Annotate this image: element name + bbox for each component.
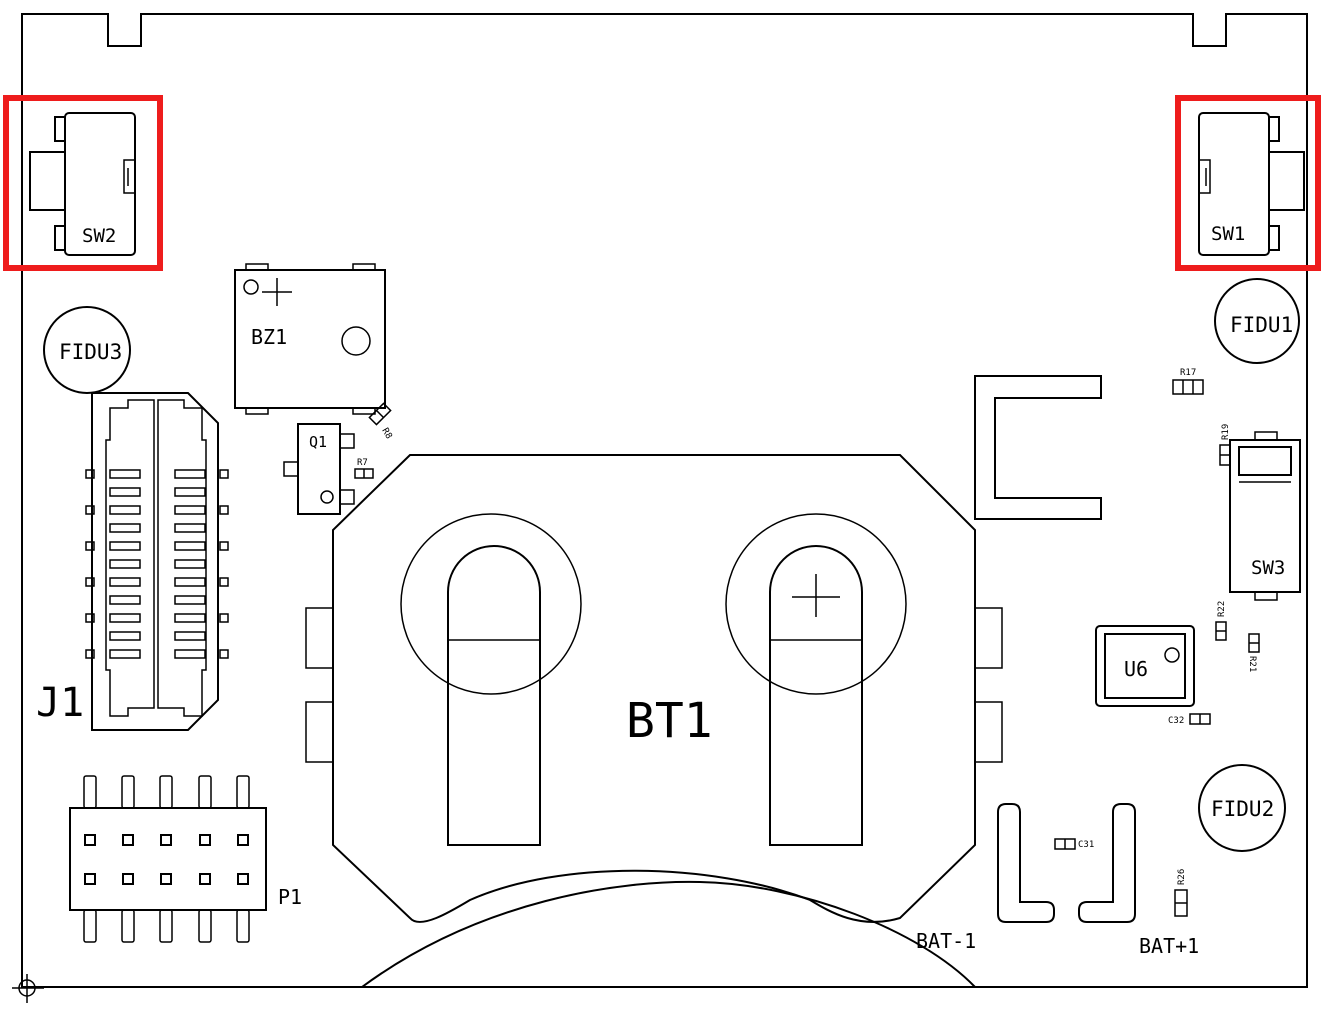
- r21-label: R21: [1247, 656, 1257, 672]
- r26-resistor: R26: [1174, 869, 1188, 917]
- q1-label: Q1: [309, 433, 327, 451]
- fidu1-fiducial: FIDU1: [1214, 278, 1300, 364]
- sw3-label: SW3: [1251, 557, 1285, 579]
- fidu3-fiducial: FIDU3: [43, 306, 131, 394]
- sw1-component: SW1: [1198, 112, 1305, 256]
- highlight-box-sw1: [1175, 95, 1321, 271]
- p1-header: P1: [69, 775, 302, 943]
- c31-label: C31: [1078, 840, 1094, 850]
- u6-label: U6: [1124, 657, 1148, 681]
- c31-capacitor: C31: [1054, 838, 1094, 850]
- bt1-battery-holder: BT1: [305, 454, 1003, 988]
- p1-pins-bottom: [83, 909, 250, 943]
- sw2-label: SW2: [82, 225, 116, 247]
- sw1-label: SW1: [1211, 223, 1245, 245]
- r8-label: R8: [379, 427, 393, 441]
- bat-pos-label: BAT+1: [1139, 934, 1199, 958]
- board-outline: [21, 13, 1308, 988]
- r8-resistor: R8: [368, 402, 393, 441]
- j1-label: J1: [36, 680, 84, 726]
- bz1-label: BZ1: [251, 325, 287, 349]
- c32-label: C32: [1168, 716, 1184, 726]
- r22-resistor: R22: [1215, 601, 1227, 641]
- r17-label: R17: [1180, 368, 1196, 378]
- r7-label: R7: [357, 458, 368, 468]
- sw2-component: SW2: [29, 112, 136, 256]
- bat-pos-pad: BAT+1: [1078, 803, 1199, 958]
- bz1-buzzer: BZ1: [234, 263, 386, 415]
- p1-pins-top: [83, 775, 250, 809]
- fidu1-label: FIDU1: [1230, 313, 1293, 337]
- fidu3-label: FIDU3: [59, 340, 122, 364]
- bat-neg-pad: BAT-1: [916, 803, 1055, 953]
- highlight-box-sw2: [3, 95, 163, 271]
- bracket-outline: [974, 375, 1102, 520]
- fidu2-fiducial: FIDU2: [1198, 764, 1286, 852]
- q1-transistor: Q1: [283, 423, 355, 515]
- r26-label: R26: [1177, 869, 1187, 885]
- c32-capacitor: C32: [1168, 713, 1211, 726]
- r7-resistor: R7: [354, 458, 374, 479]
- j1-pins: [85, 469, 229, 659]
- j1-connector: J1: [36, 392, 229, 731]
- bt1-label: BT1: [626, 693, 713, 749]
- fidu2-label: FIDU2: [1211, 797, 1274, 821]
- bat-neg-label: BAT-1: [916, 929, 976, 953]
- p1-pads: [84, 834, 249, 885]
- r19-label: R19: [1221, 424, 1231, 440]
- r17-resistor: R17: [1172, 368, 1204, 395]
- u6-chip: U6: [1095, 625, 1195, 707]
- origin-crosshair-icon: [12, 974, 44, 1003]
- p1-label: P1: [278, 885, 302, 909]
- r21-resistor: R21: [1247, 633, 1260, 672]
- sw3-component: SW3: [1229, 431, 1301, 601]
- r22-label: R22: [1217, 601, 1227, 617]
